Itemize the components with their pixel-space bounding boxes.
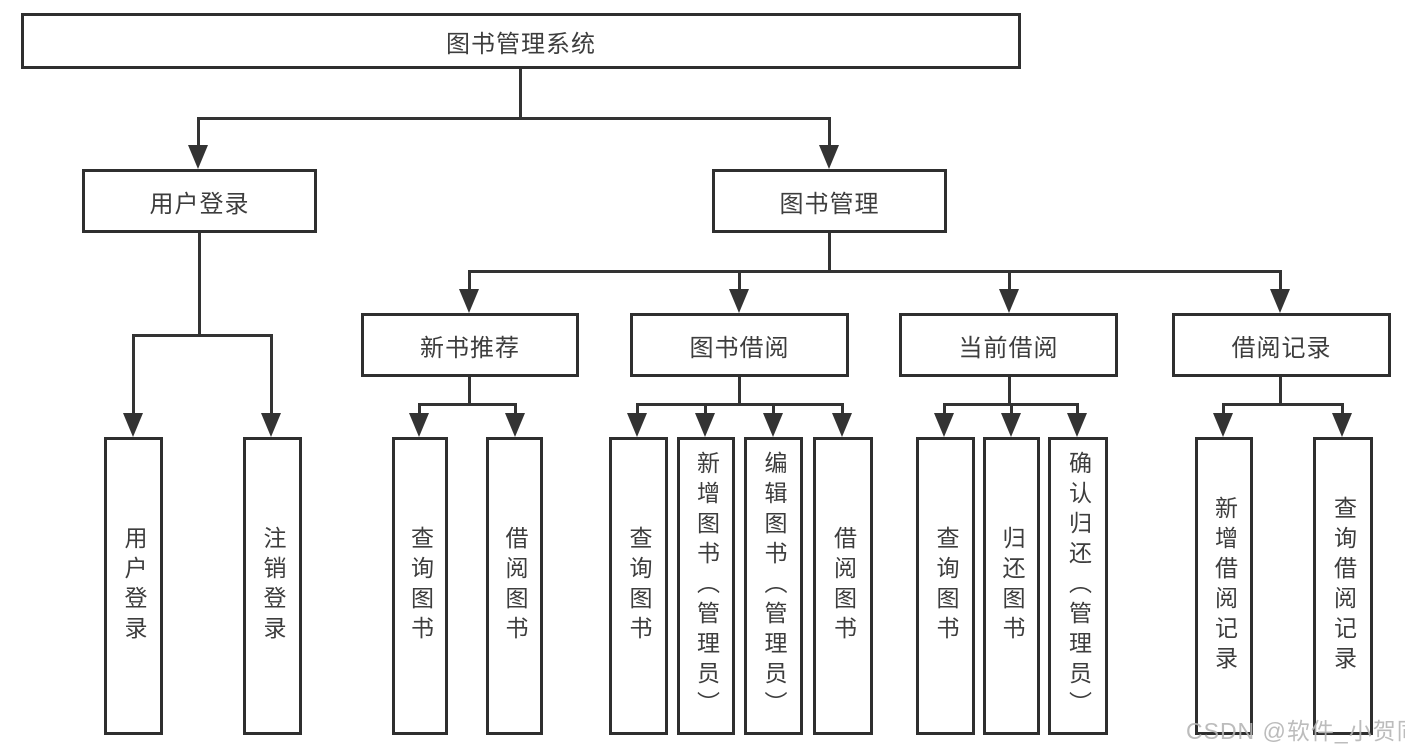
leaf-edit-books-admin: 编辑图书（管理员）	[744, 437, 803, 735]
connector-line	[1279, 270, 1282, 291]
connector-line	[418, 403, 517, 406]
leaf-add-borrow-record: 新增借阅记录	[1195, 437, 1253, 735]
connector-line	[1222, 403, 1225, 415]
connector-line	[1279, 377, 1282, 406]
node-label: 借阅记录	[1231, 334, 1332, 362]
arrowhead-down	[1213, 413, 1233, 437]
connector-line	[841, 403, 844, 415]
connector-line	[772, 403, 775, 415]
leaf-query-borrow-record: 查询借阅记录	[1313, 437, 1373, 735]
connector-line	[468, 377, 471, 406]
arrowhead-down	[188, 145, 208, 169]
arrowhead-down	[763, 413, 783, 437]
connector-line	[132, 334, 272, 337]
arrowhead-down	[459, 289, 479, 313]
arrowhead-down	[1270, 289, 1290, 313]
leaf-label: 查询图书	[626, 526, 652, 646]
csdn-watermark: CSDN @软件_小贺同学	[1186, 718, 1405, 744]
connector-line	[418, 403, 421, 415]
leaf-query-books: 查询图书	[609, 437, 668, 735]
connector-line	[1222, 403, 1344, 406]
connector-line	[198, 233, 201, 336]
arrowhead-down	[832, 413, 852, 437]
connector-line	[828, 233, 831, 272]
node-borrowing-records: 借阅记录	[1172, 313, 1391, 377]
leaf-query-books: 查询图书	[916, 437, 975, 735]
connector-line	[1076, 403, 1079, 415]
arrowhead-down	[729, 289, 749, 313]
leaf-return-books: 归还图书	[983, 437, 1040, 735]
node-label: 图书管理	[779, 190, 880, 218]
node-label: 图书管理系统	[446, 30, 596, 58]
connector-line	[197, 117, 200, 147]
connector-line	[738, 270, 741, 291]
leaf-label: 查询借阅记录	[1330, 496, 1357, 676]
arrowhead-down	[1067, 413, 1087, 437]
node-library-management-system: 图书管理系统	[21, 13, 1021, 69]
arrowhead-down	[819, 145, 839, 169]
connector-line	[270, 334, 273, 415]
leaf-confirm-return-admin: 确认归还（管理员）	[1048, 437, 1108, 735]
connector-line	[514, 403, 517, 415]
leaf-label: 新增借阅记录	[1211, 496, 1238, 676]
leaf-label: 借阅图书	[502, 526, 528, 646]
leaf-label: 编辑图书（管理员）	[761, 451, 787, 721]
leaf-label: 查询图书	[933, 526, 959, 646]
connector-line	[1010, 403, 1013, 415]
node-current-borrowing: 当前借阅	[899, 313, 1118, 377]
node-label: 当前借阅	[958, 334, 1059, 362]
leaf-logout: 注销登录	[243, 437, 302, 735]
leaf-label: 确认归还（管理员）	[1065, 451, 1092, 721]
arrowhead-down	[123, 413, 143, 437]
arrowhead-down	[934, 413, 954, 437]
connector-line	[468, 270, 1282, 273]
arrowhead-down	[627, 413, 647, 437]
node-label: 新书推荐	[420, 334, 520, 362]
node-label: 图书借阅	[689, 334, 790, 362]
leaf-label: 查询图书	[407, 526, 434, 646]
connector-line	[1008, 270, 1011, 291]
leaf-label: 用户登录	[121, 526, 147, 646]
connector-line	[828, 117, 831, 147]
connector-line	[636, 403, 639, 415]
connector-line	[1341, 403, 1344, 415]
arrowhead-down	[409, 413, 429, 437]
leaf-query-books: 查询图书	[392, 437, 448, 735]
arrowhead-down	[695, 413, 715, 437]
node-new-book-recommend: 新书推荐	[361, 313, 579, 377]
arrowhead-down	[505, 413, 525, 437]
node-book-management: 图书管理	[712, 169, 947, 233]
leaf-label: 归还图书	[999, 526, 1025, 646]
node-book-borrowing: 图书借阅	[630, 313, 849, 377]
connector-line	[132, 334, 135, 415]
leaf-label: 注销登录	[260, 526, 286, 646]
connector-line	[704, 403, 707, 415]
arrowhead-down	[999, 289, 1019, 313]
connector-line	[738, 377, 741, 406]
leaf-user-login: 用户登录	[104, 437, 163, 735]
connector-line	[519, 69, 522, 120]
arrowhead-down	[1332, 413, 1352, 437]
leaf-label: 新增图书（管理员）	[693, 451, 720, 721]
connector-line	[636, 403, 844, 406]
connector-line	[198, 117, 831, 120]
arrowhead-down	[261, 413, 281, 437]
leaf-borrow-books: 借阅图书	[813, 437, 873, 735]
node-user-login: 用户登录	[82, 169, 317, 233]
arrowhead-down	[1001, 413, 1021, 437]
node-label: 用户登录	[149, 190, 250, 218]
connector-line	[1008, 377, 1011, 406]
leaf-label: 借阅图书	[830, 526, 857, 646]
connector-line	[943, 403, 946, 415]
connector-line	[468, 270, 471, 291]
leaf-add-books-admin: 新增图书（管理员）	[677, 437, 735, 735]
leaf-borrow-books: 借阅图书	[486, 437, 543, 735]
